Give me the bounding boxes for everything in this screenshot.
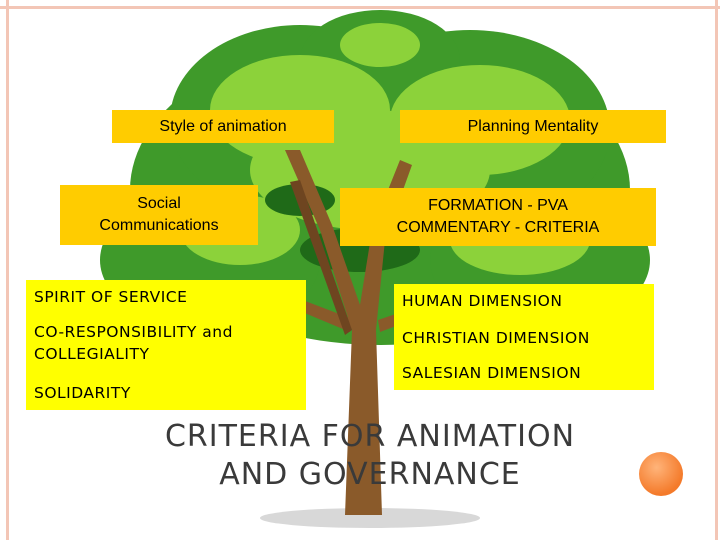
frame-left-line bbox=[6, 0, 9, 540]
left-item-co-responsibility: CO-RESPONSIBILITY and bbox=[34, 323, 233, 341]
formation-box: FORMATION - PVA COMMENTARY - CRITERIA bbox=[340, 188, 656, 246]
social-communications-box: Social Communications bbox=[60, 185, 258, 245]
style-of-animation-label: Style of animation bbox=[159, 117, 287, 135]
right-item-human-dimension: HUMAN DIMENSION bbox=[402, 292, 563, 310]
frame-top-line bbox=[0, 6, 720, 9]
left-item-solidarity: SOLIDARITY bbox=[34, 384, 131, 402]
right-item-christian-dimension: CHRISTIAN DIMENSION bbox=[402, 329, 590, 347]
slide-title: CRITERIA FOR ANIMATION AND GOVERNANCE bbox=[110, 418, 630, 494]
left-item-spirit-of-service: SPIRIT OF SERVICE bbox=[34, 288, 188, 306]
slide-title-line2: AND GOVERNANCE bbox=[219, 457, 521, 492]
planning-mentality-label: Planning Mentality bbox=[467, 117, 599, 135]
frame-right-line bbox=[715, 0, 718, 540]
right-dimension-box: HUMAN DIMENSION CHRISTIAN DIMENSION SALE… bbox=[394, 284, 654, 390]
formation-label-line2: COMMENTARY - CRITERIA bbox=[396, 219, 600, 236]
left-item-collegiality: COLLEGIALITY bbox=[34, 345, 150, 363]
orange-circle-decoration bbox=[639, 452, 683, 496]
social-communications-label-line2: Communications bbox=[99, 217, 219, 234]
planning-mentality-box: Planning Mentality bbox=[400, 110, 666, 143]
social-communications-label-line1: Social bbox=[137, 195, 181, 212]
style-of-animation-box: Style of animation bbox=[112, 110, 334, 143]
right-item-salesian-dimension: SALESIAN DIMENSION bbox=[402, 364, 582, 382]
slide-title-line1: CRITERIA FOR ANIMATION bbox=[164, 419, 576, 454]
left-criteria-box: SPIRIT OF SERVICE CO-RESPONSIBILITY and … bbox=[26, 280, 306, 410]
formation-label-line1: FORMATION - PVA bbox=[428, 197, 568, 214]
